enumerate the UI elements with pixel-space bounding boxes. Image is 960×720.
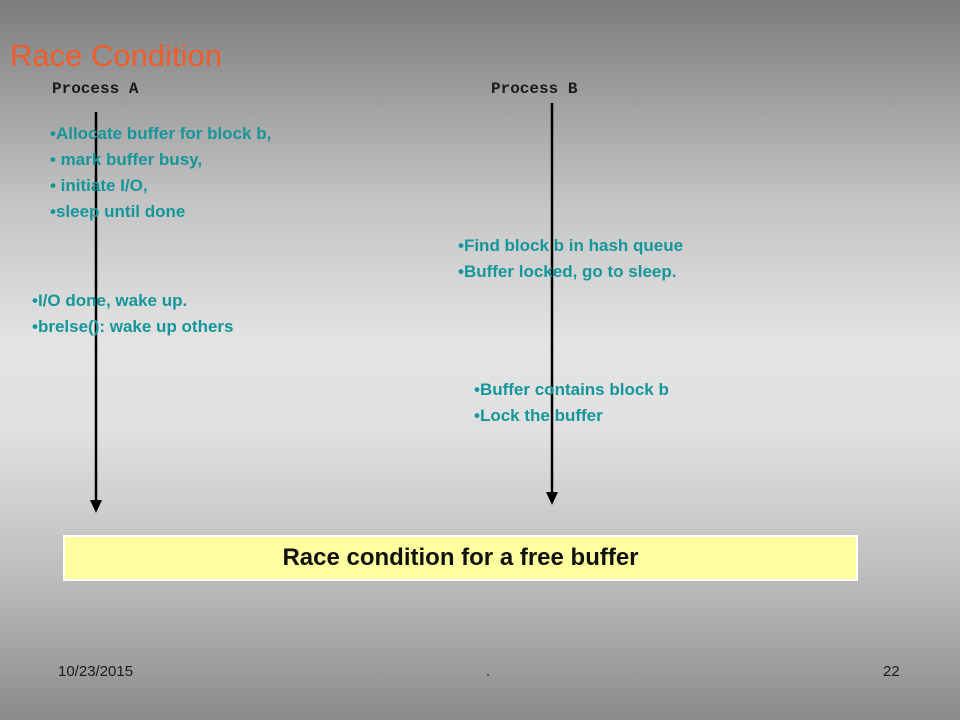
list-item: initiate I/O, [50, 173, 271, 199]
list-item: Lock the buffer [474, 403, 669, 429]
list-item: sleep until done [50, 199, 271, 225]
list-item: Buffer locked, go to sleep. [458, 259, 683, 285]
process-a-steps-2: I/O done, wake up. brelse(): wake up oth… [32, 288, 234, 340]
list-item: I/O done, wake up. [32, 288, 234, 314]
process-a-steps-1: Allocate buffer for block b, mark buffer… [50, 121, 271, 225]
list-item: Allocate buffer for block b, [50, 121, 271, 147]
process-a-label: Process A [52, 80, 139, 98]
caption-text: Race condition for a free buffer [282, 544, 639, 571]
footer-date: 10/23/2015 [58, 663, 134, 680]
list-item: Find block b in hash queue [458, 233, 683, 259]
list-item: brelse(): wake up others [32, 314, 234, 340]
caption-box: Race condition for a free buffer [63, 535, 858, 581]
process-b-steps-1: Find block b in hash queue Buffer locked… [458, 233, 683, 285]
footer-center: . [486, 663, 491, 680]
page-number: 22 [883, 663, 900, 680]
list-item: mark buffer busy, [50, 147, 271, 173]
slide-title: Race Condition [10, 38, 222, 73]
list-item: Buffer contains block b [474, 377, 669, 403]
process-b-label: Process B [491, 80, 578, 98]
process-b-steps-2: Buffer contains block b Lock the buffer [474, 377, 669, 429]
process-b-timeline-arrow-icon [546, 103, 558, 505]
